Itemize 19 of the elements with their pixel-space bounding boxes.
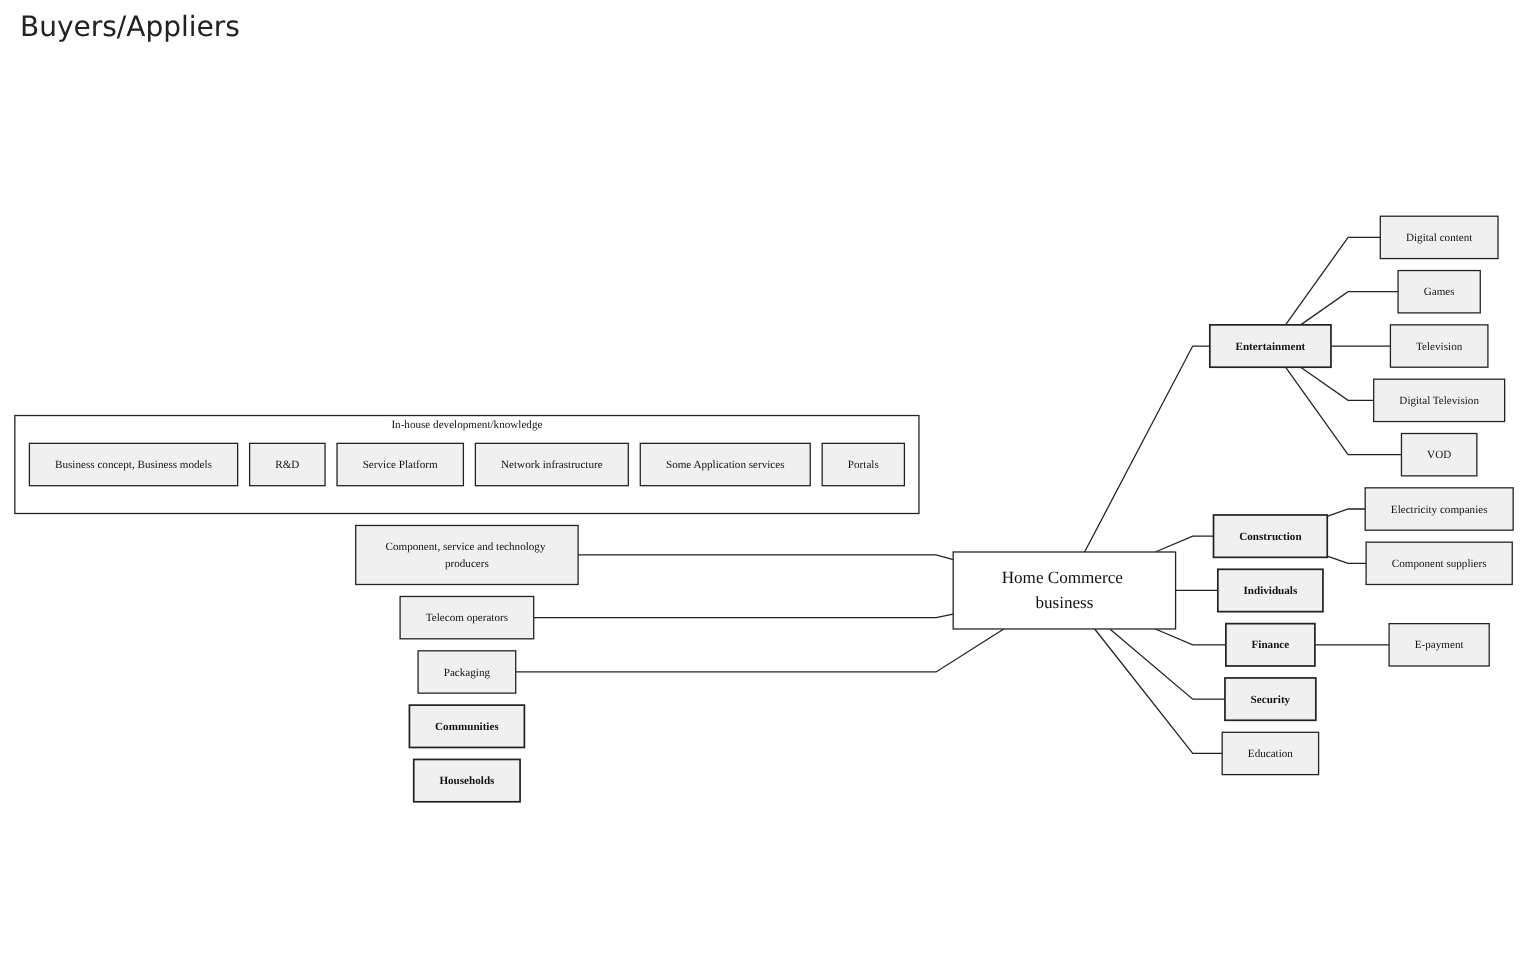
connector	[1326, 555, 1367, 564]
connector	[1326, 508, 1366, 517]
node-box: Home Commerce business	[952, 551, 1177, 630]
connector	[1154, 535, 1215, 553]
connector	[1154, 628, 1227, 646]
connector	[577, 554, 954, 561]
connector	[515, 628, 1005, 673]
connector	[1094, 628, 1223, 755]
connector	[1300, 291, 1399, 326]
connector	[1284, 236, 1381, 326]
connector	[533, 613, 954, 619]
connector	[1174, 589, 1219, 592]
connector	[1330, 345, 1392, 347]
connector	[1109, 628, 1226, 700]
connector	[1300, 366, 1375, 401]
connector	[1284, 366, 1403, 456]
group-label: Buyers/Appliers	[20, 12, 242, 44]
connector	[1314, 644, 1390, 646]
connector	[1083, 345, 1211, 553]
